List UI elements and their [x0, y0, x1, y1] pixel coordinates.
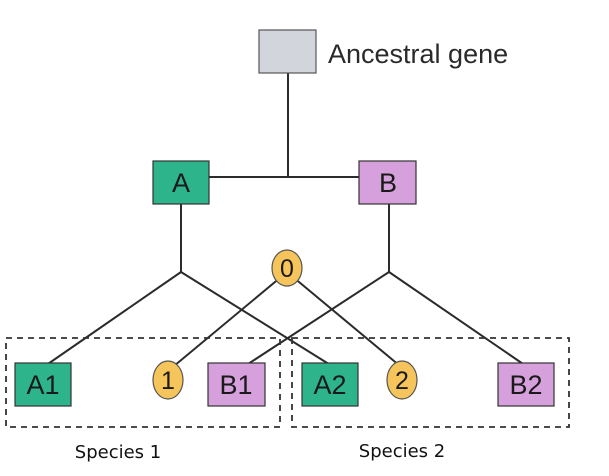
gene-a1-box [14, 362, 72, 407]
edge-a-to-a1 [44, 271, 182, 367]
event-0-label: 0 [280, 255, 294, 283]
event-2-oval [386, 360, 418, 400]
paralog-a-box [152, 160, 210, 205]
gene-b1-box [207, 362, 266, 407]
gene-b2-label: B2 [509, 370, 542, 400]
ancestral-gene-label: Ancestral gene [328, 39, 508, 69]
species-2-box [291, 337, 570, 428]
event-2-label: 2 [395, 367, 409, 395]
ancestral-gene-box [258, 29, 317, 74]
event-1-label: 1 [161, 367, 175, 395]
paralog-b-box [358, 160, 417, 205]
tree-edges [44, 73, 527, 367]
species-1-label: Species 1 [75, 442, 161, 463]
paralog-b-label: B [379, 168, 397, 198]
edge-0-to-1 [173, 271, 288, 367]
species-1-box [5, 337, 281, 428]
edge-a-to-a2 [180, 271, 333, 367]
gene-a2-label: A2 [313, 370, 346, 400]
edge-b-to-b1 [244, 271, 390, 367]
gene-b1-label: B1 [219, 370, 252, 400]
paralog-a-label: A [172, 168, 190, 198]
edge-0-to-2 [286, 271, 401, 367]
species-2-label: Species 2 [359, 441, 445, 462]
gene-a2-box [301, 362, 359, 407]
gene-b2-box [497, 362, 555, 407]
event-0-oval [271, 249, 303, 287]
event-1-oval [152, 360, 184, 400]
gene-a1-label: A1 [26, 370, 59, 400]
edge-b-to-b2 [388, 271, 527, 367]
